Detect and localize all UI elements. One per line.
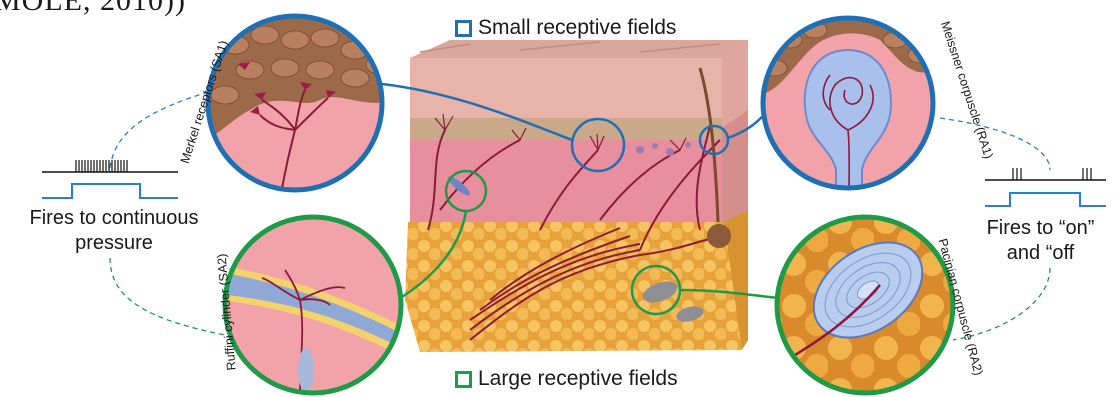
- ruffini-detail-circle: [220, 215, 410, 397]
- onoff-spike-train: [985, 168, 1106, 180]
- ruffini-dash: [110, 258, 225, 335]
- green-square-icon: [455, 371, 472, 388]
- left-caption: Fires to continuous pressure: [4, 206, 224, 256]
- right-caption-line1: Fires to “on”: [968, 216, 1113, 241]
- meissner-dash: [940, 118, 1050, 170]
- epidermis: [410, 58, 722, 118]
- right-caption: Fires to “on” and “off: [968, 216, 1113, 266]
- large-fields-label: Large receptive fields: [478, 367, 678, 391]
- sustained-stimulus-trace: [42, 184, 178, 198]
- left-caption-line1: Fires to continuous: [4, 206, 224, 231]
- small-fields-legend: Small receptive fields: [455, 16, 676, 40]
- left-caption-line2: pressure: [4, 231, 224, 256]
- large-fields-legend: Large receptive fields: [455, 367, 678, 391]
- onoff-stimulus-trace: [985, 193, 1106, 206]
- blue-square-icon: [455, 20, 472, 37]
- meissner-detail-circle: [760, 15, 940, 200]
- header-crop-text: MOLE, 2010)): [0, 0, 186, 18]
- right-caption-line2: and “off: [968, 241, 1113, 266]
- skin-surface: [410, 40, 748, 58]
- pacinian-detail-circle: [770, 212, 960, 397]
- small-fields-label: Small receptive fields: [478, 16, 676, 40]
- skin-block: [405, 40, 748, 352]
- merkel-detail-circle: [200, 10, 400, 210]
